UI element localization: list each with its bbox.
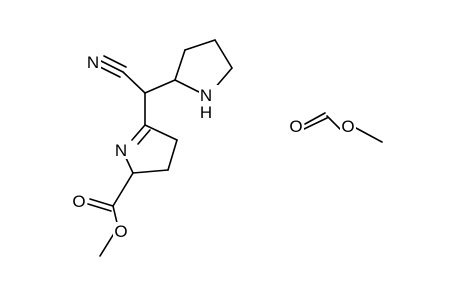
atom-n-nitrile: N: [87, 53, 99, 72]
nitrile-triple-bond: [97, 55, 127, 78]
ch-pyrrolidine-bond: [144, 79, 176, 94]
atom-o-ester-alkoxy: O: [114, 222, 127, 241]
atom-o-ester-carbonyl: O: [72, 192, 85, 211]
pyrroline-ring: [125, 124, 178, 174]
atom-o-formate-carbonyl: O: [289, 117, 302, 136]
atom-label-pyrrolidine-nh: N H: [199, 85, 227, 122]
atom-h-pyrrolidine: H: [200, 103, 212, 122]
nitrile-c-ch-bond: [122, 71, 146, 94]
atom-n-pyrrolidine: N: [200, 86, 212, 105]
atom-n-pyrroline: N: [115, 141, 127, 160]
atom-label-ester-alkoxy-o: O: [113, 222, 129, 241]
atom-label-ester-carbonyl-o: O: [71, 191, 87, 211]
methyl-formate-molecule: [303, 112, 383, 143]
atom-o-formate-alkoxy: O: [341, 117, 354, 136]
atom-label-nitrile-n: N: [85, 53, 101, 72]
pyrrolidine-ring: [174, 39, 233, 93]
main-molecule: [87, 39, 233, 257]
methyl-ester-group: [87, 172, 134, 257]
atom-label-formate-carbonyl-o: O: [288, 117, 304, 136]
atom-label-pyrroline-n: N: [113, 141, 129, 160]
atom-label-formate-alkoxy-o: O: [340, 117, 356, 136]
